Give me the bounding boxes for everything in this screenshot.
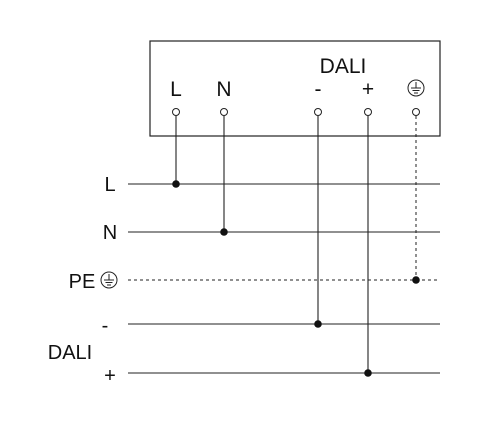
device-box (149, 40, 441, 137)
terminal-label-N: N (216, 78, 231, 101)
terminal-N (220, 108, 228, 116)
terminal-label-dali-minus: - (315, 78, 322, 101)
line-label-PE: PE (69, 271, 96, 293)
junction-pe (412, 276, 420, 284)
terminal-label-dali-plus: + (362, 78, 374, 101)
terminal-dali-plus (364, 108, 372, 116)
terminal-dali-minus (314, 108, 322, 116)
terminal-pe (412, 108, 420, 116)
device-dali-label: DALI (320, 55, 367, 78)
junction-dali-minus (314, 320, 322, 328)
junction-N (220, 228, 228, 236)
line-label-dali-minus: - (102, 315, 109, 337)
line-label-L: L (104, 174, 115, 196)
junction-L (172, 180, 180, 188)
line-label-dali-group: DALI (48, 342, 92, 364)
terminal-L (172, 108, 180, 116)
line-label-N: N (103, 222, 117, 244)
earth-ground-icon (407, 79, 425, 97)
earth-ground-icon (100, 271, 118, 289)
junction-dali-plus (364, 369, 372, 377)
line-label-dali-plus: + (104, 365, 116, 387)
terminal-label-L: L (170, 78, 182, 101)
